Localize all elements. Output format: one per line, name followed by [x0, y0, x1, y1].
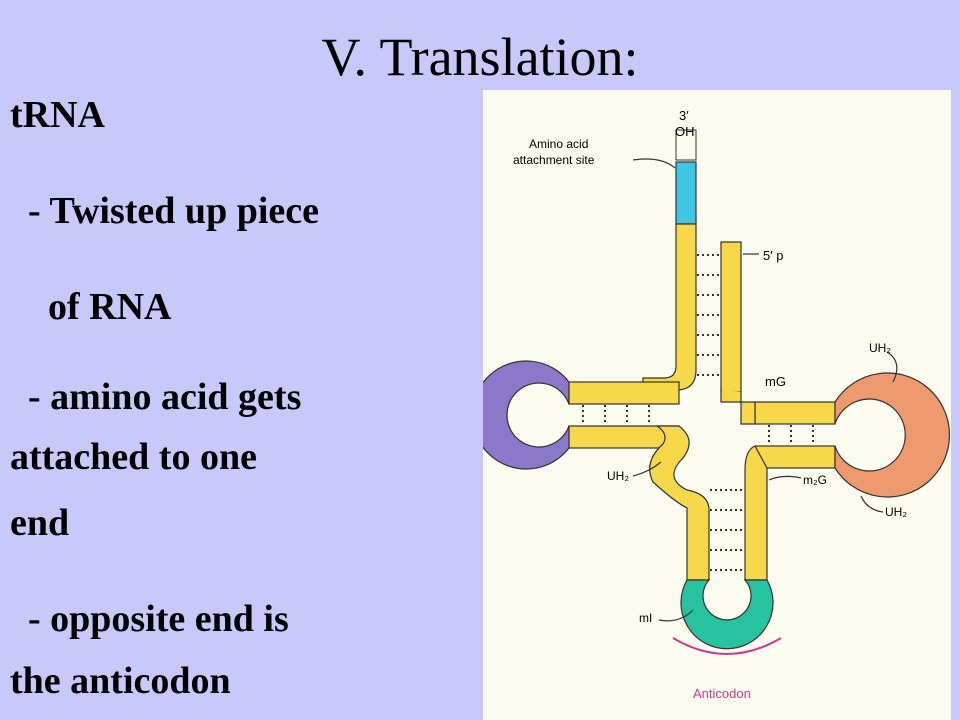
acceptor-stem-3prime — [642, 223, 697, 391]
label-pointers — [632, 158, 898, 622]
label-uh2-left: UH₂ — [607, 469, 629, 483]
d-arm-top-strand — [568, 381, 680, 405]
acceptor-stem-5prime — [720, 241, 742, 393]
label-m2g: m₂G — [803, 473, 827, 487]
label-mg: mG — [765, 374, 786, 389]
label-amino-site-2: attachment site — [513, 153, 595, 167]
label-oh: OH — [675, 124, 695, 139]
anticodon-bracket — [672, 637, 782, 655]
heading-trna: tRNA — [10, 94, 105, 136]
label-mi: mI — [639, 611, 652, 625]
bullet-1-line-1: - Twisted up piece — [28, 190, 319, 232]
acceptor-end-bases — [675, 161, 697, 225]
d-arm-pairing — [582, 405, 650, 425]
variable-loop — [649, 425, 710, 581]
d-loop — [483, 360, 570, 470]
label-amino-site-1: Amino acid — [529, 137, 588, 151]
slide-title: V. Translation: — [321, 27, 639, 87]
anticodon-stem-right — [744, 445, 768, 581]
acceptor-pairing — [697, 254, 720, 376]
trna-structure: 3′ OH Amino acid attachment site 5′ p mG… — [483, 108, 951, 701]
label-five-prime: 5′ p — [763, 248, 784, 263]
acceptor-top-cap — [675, 129, 697, 161]
t-arm-top-strand — [754, 401, 836, 425]
t-arm-bottom-strand — [754, 445, 836, 469]
bullet-2-line-1: - amino acid gets — [28, 376, 302, 418]
bullet-2-line-2: attached to one — [10, 436, 257, 478]
trna-diagram: 3′ OH Amino acid attachment site 5′ p mG… — [483, 90, 951, 720]
label-three-prime: 3′ — [679, 108, 689, 123]
t-arm-connector — [720, 390, 756, 425]
bullet-3-line-1: - opposite end is — [28, 598, 289, 640]
label-anticodon: Anticodon — [693, 686, 751, 701]
t-arm-pairing — [768, 425, 814, 445]
t-loop — [834, 372, 951, 498]
bullet-3-line-2: the anticodon — [10, 660, 231, 702]
bullet-1-line-2: of RNA — [48, 286, 172, 328]
anticodon-loop — [680, 579, 774, 650]
anticodon-stem-pairing — [710, 489, 744, 571]
label-uh2-top: UH₂ — [869, 341, 891, 355]
label-uh2-right: UH₂ — [885, 505, 907, 519]
bullet-2-line-3: end — [10, 502, 70, 544]
